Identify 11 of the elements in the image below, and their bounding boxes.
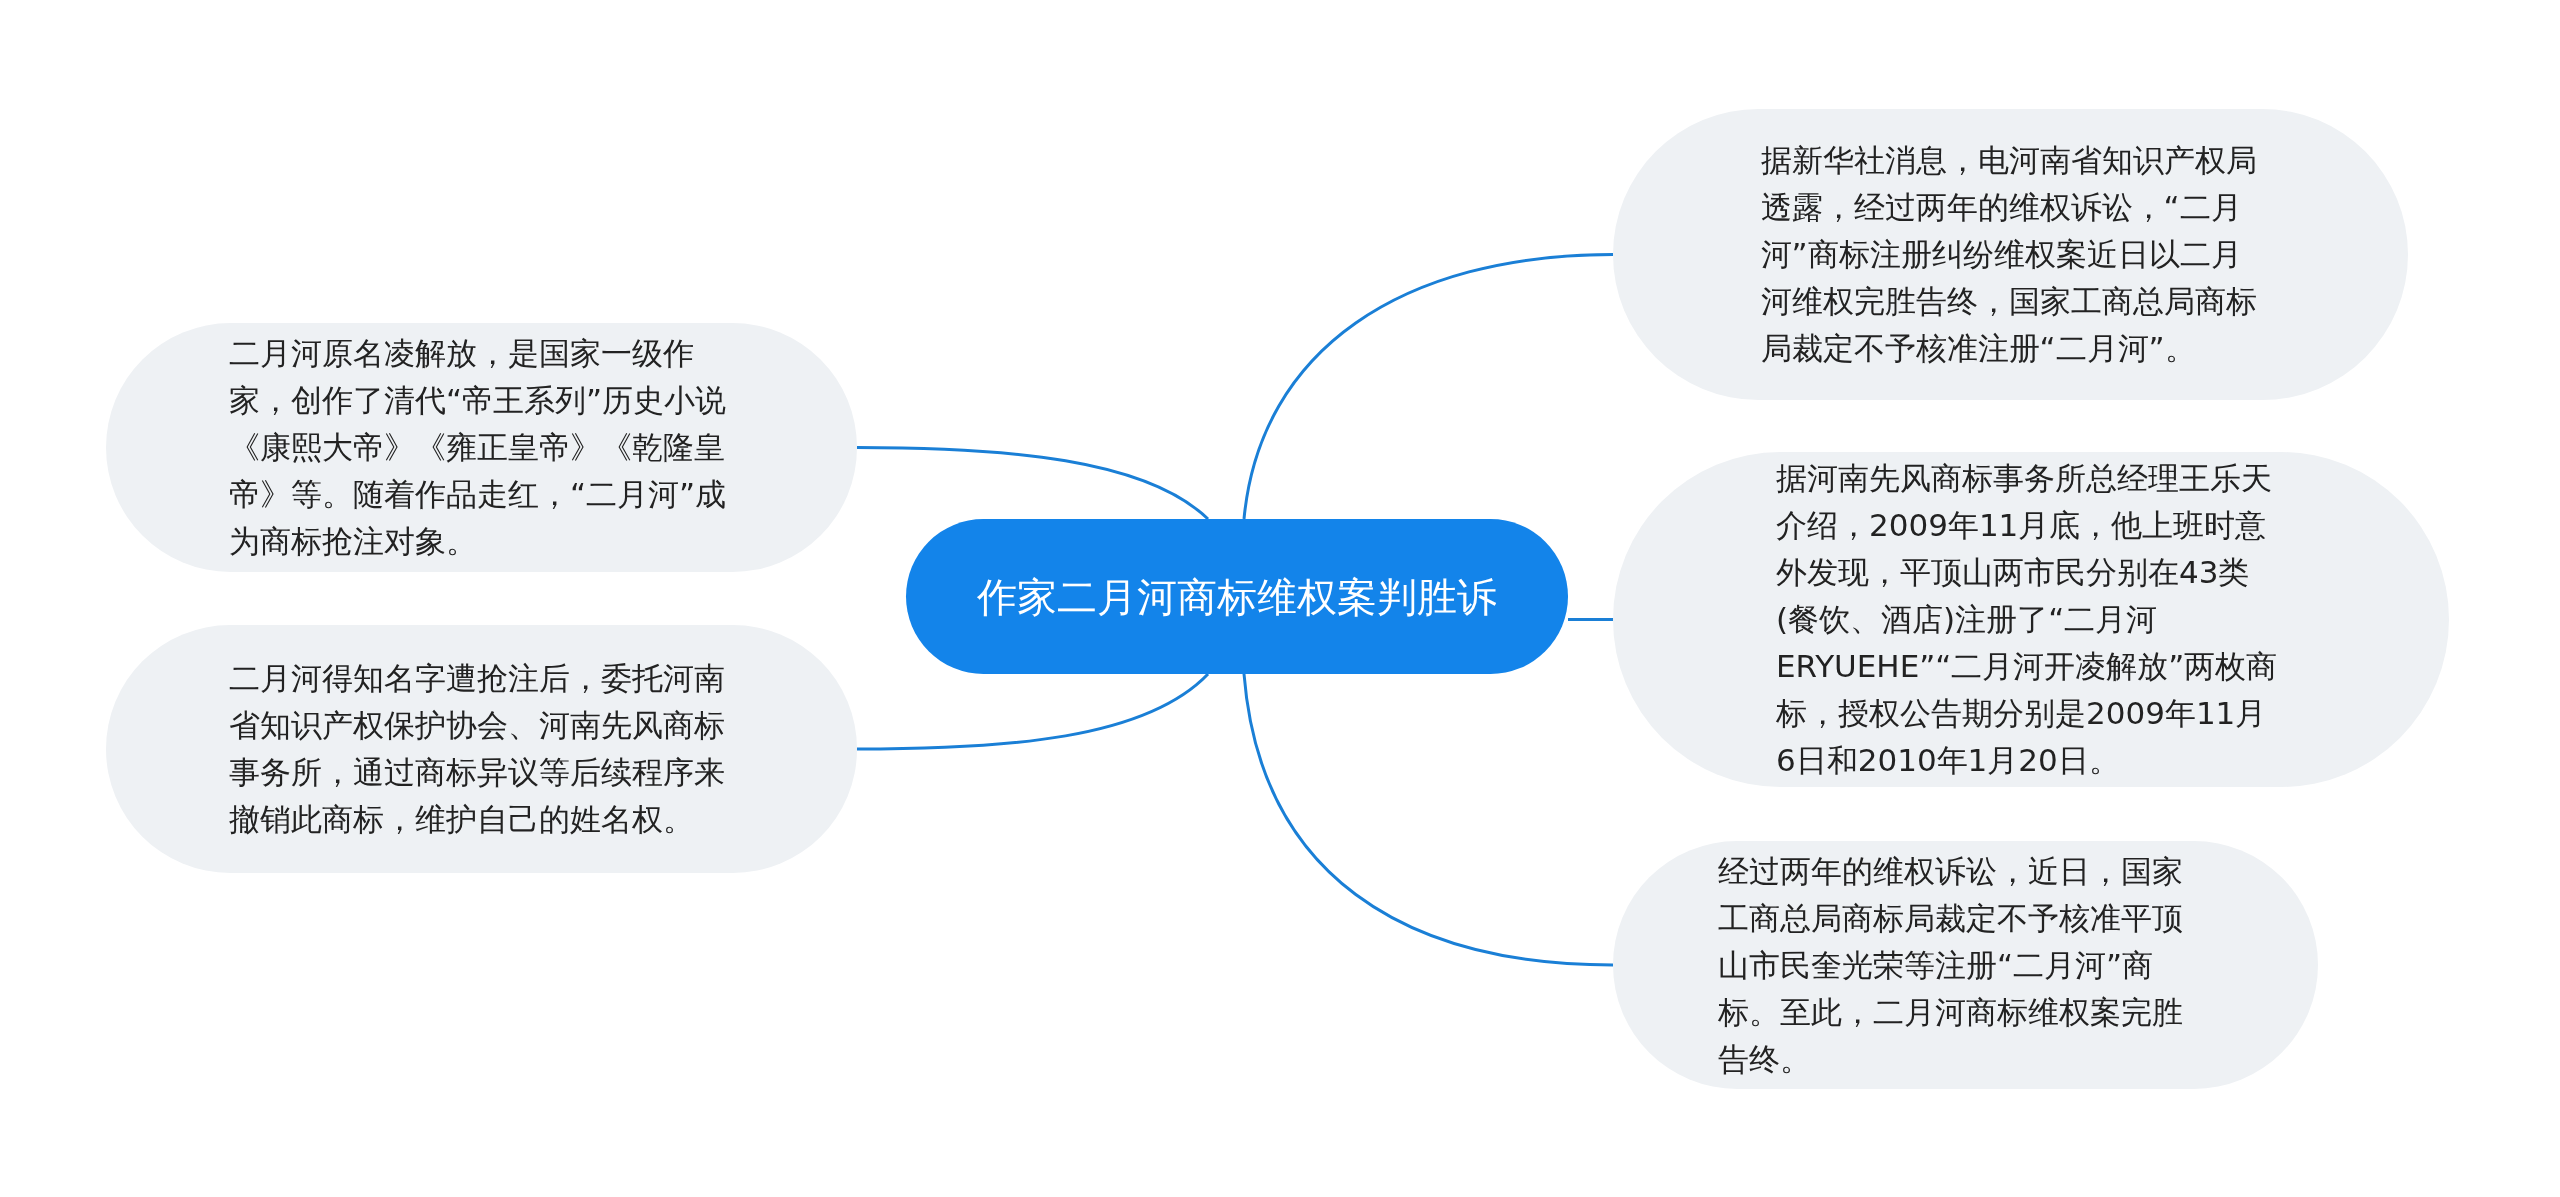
connector-line <box>857 446 1209 521</box>
topic-text: 据河南先风商标事务所总经理王乐天介绍，2009年11月底，他上班时意外发现，平顶山两市民分别在43类(餐饮、酒店)注册了“二月河ERYUEHE”“二月河开凌解放”两枚商标，授权公告期分别是2009年11月6日和2010年1月20日。 <box>1776 459 2279 780</box>
connector-line <box>1568 618 1613 621</box>
topic-text: 二月河得知名字遭抢注后，委托河南省知识产权保护协会、河南先风商标事务所，通过商标异议等后续程序来撤销此商标，维护自己的姓名权。 <box>229 659 726 839</box>
topic-text: 二月河原名凌解放，是国家一级作家，创作了清代“帝王系列”历史小说《康熙大帝》《雍正皇帝》《乾隆皇帝》等。随着作品走红，“二月河”成为商标抢注对象。 <box>229 334 728 561</box>
connector-line <box>1242 253 1614 520</box>
topic-text: 据新华社消息，电河南省知识产权局透露，经过两年的维权诉讼，“二月河”商标注册纠纷维权案近日以二月河维权完胜告终，国家工商总局商标局裁定不予核准注册“二月河”。 <box>1760 141 2258 368</box>
connector-line <box>857 672 1209 751</box>
central-topic-text: 作家二月河商标维权案判胜诉 <box>977 572 1497 622</box>
topic-text: 经过两年的维权诉讼，近日，国家工商总局商标局裁定不予核准平顶山市民奎光荣等注册“二月河”商标。至此，二月河商标维权案完胜告终。 <box>1718 851 2184 1079</box>
connector-line <box>1242 673 1614 967</box>
